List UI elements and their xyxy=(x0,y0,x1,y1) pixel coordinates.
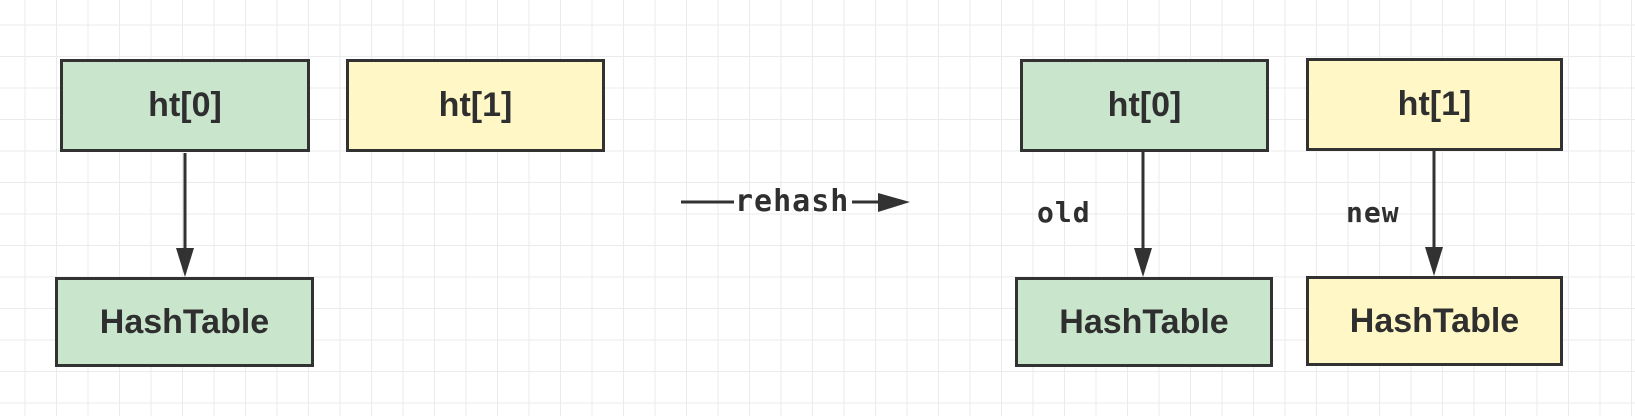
new-label: new xyxy=(1346,196,1400,229)
right-ht1-box: ht[1] xyxy=(1306,58,1563,151)
left-ht1-box: ht[1] xyxy=(346,59,605,152)
rehash-label: rehash xyxy=(735,184,850,219)
right-ht0-label: ht[0] xyxy=(1107,86,1182,124)
left-ht0-to-table-arrowhead xyxy=(176,248,194,277)
left-ht1-label: ht[1] xyxy=(438,86,513,124)
left-ht0-label: ht[0] xyxy=(148,86,222,124)
right-hashtable-new-label: HashTable xyxy=(1349,301,1520,340)
right-ht0-box: ht[0] xyxy=(1020,59,1269,152)
left-ht0-box: ht[0] xyxy=(60,59,310,152)
right-ht1-to-table-arrowhead xyxy=(1425,247,1443,276)
right-hashtable-new-box: HashTable xyxy=(1306,276,1563,366)
old-label: old xyxy=(1037,196,1091,229)
right-ht0-to-table-arrowhead xyxy=(1134,248,1152,277)
right-hashtable-old-box: HashTable xyxy=(1015,277,1273,367)
left-hashtable-box: HashTable xyxy=(55,277,314,367)
left-hashtable-label: HashTable xyxy=(99,302,270,341)
right-hashtable-old-label: HashTable xyxy=(1059,302,1229,341)
rehash-arrowhead xyxy=(878,193,910,212)
right-ht1-label: ht[1] xyxy=(1397,85,1472,123)
